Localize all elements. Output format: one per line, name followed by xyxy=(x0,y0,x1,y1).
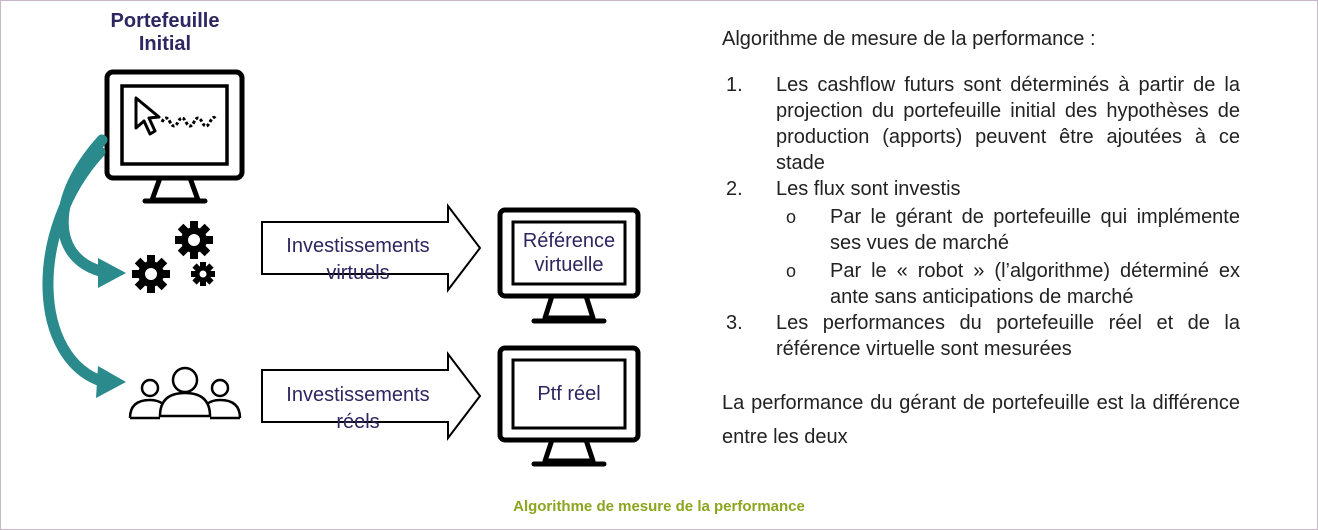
figure-caption: Algorithme de mesure de la performance xyxy=(513,498,805,515)
diagram-canvas xyxy=(42,69,641,467)
real-investments-arrow xyxy=(261,351,482,441)
step-item: 2. Les flux sont investis o Par le géran… xyxy=(722,176,1240,310)
step-text: Les cashflow futurs sont déterminés à pa… xyxy=(776,74,1240,174)
cursor-icon xyxy=(134,96,161,136)
step-number: 1. xyxy=(726,74,743,96)
gears-icon xyxy=(132,221,215,293)
sub-bullet-item: o Par le « robot » (l’algorithme) déterm… xyxy=(776,258,1240,310)
step-item: 1. Les cashflow futurs sont déterminés à… xyxy=(722,72,1240,176)
real-investments-label: Investissements réels xyxy=(286,384,430,433)
sub-bullet-text: Par le gérant de portefeuille qui implém… xyxy=(830,206,1240,254)
algorithm-intro: Algorithme de mesure de la performance : xyxy=(722,28,1096,50)
step-number: 3. xyxy=(726,312,743,334)
step-item: 3. Les performances du portefeuille réel… xyxy=(722,310,1240,362)
step-text: Les flux sont investis xyxy=(776,178,961,200)
step-number: 2. xyxy=(726,178,743,200)
real-portfolio-monitor xyxy=(497,345,641,467)
virtual-reference-monitor xyxy=(497,207,641,324)
wave-line xyxy=(160,115,218,128)
curved-arrow-icon xyxy=(42,134,126,398)
bullet-marker: o xyxy=(786,261,797,281)
virtual-reference-label: Référence virtuelle xyxy=(522,230,616,276)
sub-bullet-item: o Par le gérant de portefeuille qui impl… xyxy=(776,204,1240,256)
virtual-investments-arrow xyxy=(261,203,482,293)
bullet-marker: o xyxy=(786,207,797,227)
people-icon xyxy=(128,366,242,420)
algorithm-description: Algorithme de mesure de la performance :… xyxy=(722,26,1240,474)
real-portfolio-label: Ptf réel xyxy=(537,383,601,405)
algorithm-conclusion: La performance du gérant de portefeuille… xyxy=(722,392,1240,448)
virtual-investments-label: Investissements virtuels xyxy=(286,235,430,284)
step-text: Les performances du portefeuille réel et… xyxy=(776,312,1240,360)
sub-bullet-text: Par le « robot » (l’algorithme) détermin… xyxy=(830,260,1240,308)
initial-portfolio-title: Portefeuille Initial xyxy=(110,10,220,55)
monitor-icon xyxy=(104,69,245,204)
